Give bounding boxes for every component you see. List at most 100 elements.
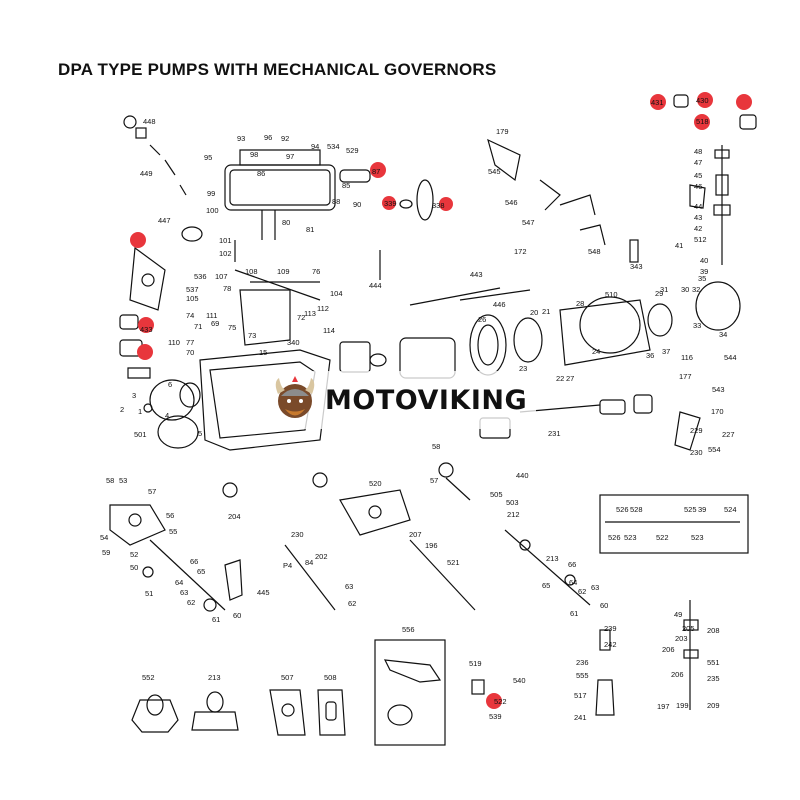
- part-number-label: 523: [624, 533, 637, 542]
- part-number-label: 58: [432, 442, 440, 451]
- part-number-label: 53: [119, 476, 127, 485]
- part-number-label: 512: [694, 235, 707, 244]
- part-number-label: 202: [315, 552, 328, 561]
- part-number-label: 57: [430, 476, 438, 485]
- part-number-label: 213: [546, 554, 559, 563]
- bottom-row-parts: [131, 600, 699, 746]
- part-number-label: 27: [566, 374, 574, 383]
- callout-87: [370, 162, 386, 178]
- part-number-label: 1: [138, 407, 142, 416]
- part-number-label: 75: [228, 323, 236, 332]
- part-number-label: 41: [675, 241, 683, 250]
- part-number-label: 39: [698, 505, 706, 514]
- part-number-label: 104: [330, 289, 343, 298]
- part-number-label: P4: [283, 561, 292, 570]
- part-number-label: 20: [530, 308, 538, 317]
- part-number-label: 78: [223, 284, 231, 293]
- callout-537: [130, 232, 146, 248]
- part-number-label: 449: [140, 169, 153, 178]
- part-number-label: 15: [259, 348, 267, 357]
- part-number-label: 35: [698, 274, 706, 283]
- part-number-label: 101: [219, 236, 232, 245]
- part-number-label: 97: [286, 152, 294, 161]
- part-number-label: 440: [516, 471, 529, 480]
- part-number-label: 444: [369, 281, 382, 290]
- part-number-label: 545: [488, 167, 501, 176]
- part-number-label: 526: [616, 505, 629, 514]
- part-number-label: 207: [409, 530, 422, 539]
- part-number-label: 556: [402, 625, 415, 634]
- part-number-label: 69: [211, 319, 219, 328]
- part-number-label: 239: [604, 624, 617, 633]
- part-number-label: 3: [132, 391, 136, 400]
- part-number-label: 520: [369, 479, 382, 488]
- part-number-label: 196: [425, 541, 438, 550]
- callout-430-bottom: [694, 114, 710, 130]
- part-number-label: 40: [700, 256, 708, 265]
- part-number-label: 111: [206, 311, 217, 320]
- part-number-label: 114: [323, 326, 335, 335]
- part-number-label: 80: [282, 218, 290, 227]
- part-number-label: 536: [194, 272, 207, 281]
- part-number-label: 447: [158, 216, 171, 225]
- part-number-label: 170: [711, 407, 724, 416]
- part-number-label: 113: [304, 309, 316, 318]
- part-number-label: 66: [190, 557, 198, 566]
- part-number-label: 443: [470, 270, 483, 279]
- part-number-label: 107: [215, 272, 228, 281]
- part-number-label: 235: [707, 674, 720, 683]
- part-number-label: 30: [681, 285, 689, 294]
- inset-box: [599, 494, 749, 554]
- callout-431: [650, 94, 666, 110]
- part-number-label: 340: [287, 338, 300, 347]
- part-number-label: 522: [656, 533, 669, 542]
- part-number-label: 73: [248, 331, 256, 340]
- part-number-label: 508: [324, 673, 337, 682]
- part-number-label: 197: [657, 702, 670, 711]
- part-number-label: 63: [345, 582, 353, 591]
- part-number-label: 338: [432, 201, 445, 210]
- part-number-label: 510: [605, 290, 618, 299]
- part-number-label: 42: [694, 224, 702, 233]
- part-number-label: 61: [212, 615, 220, 624]
- part-number-label: 86: [257, 169, 265, 178]
- part-number-label: 227: [722, 430, 735, 439]
- part-number-label: 52: [130, 550, 138, 559]
- callout-522: [486, 693, 502, 709]
- governor-parts: [119, 240, 321, 379]
- part-number-label: 112: [317, 304, 329, 313]
- part-number-label: 49: [674, 610, 682, 619]
- part-number-label: 81: [306, 225, 314, 234]
- part-number-label: 555: [576, 671, 589, 680]
- part-number-label: 43: [694, 213, 702, 222]
- part-number-label: 88: [332, 197, 340, 206]
- watermark-text: MOTOVIKING: [325, 384, 528, 416]
- part-number-label: 57: [148, 487, 156, 496]
- part-number-label: 98: [250, 150, 258, 159]
- part-number-label: 39: [700, 267, 708, 276]
- part-number-label: 521: [447, 558, 460, 567]
- part-number-label: 2: [120, 405, 124, 414]
- watermark: MOTOVIKING: [263, 371, 536, 429]
- part-number-label: 62: [187, 598, 195, 607]
- part-number-label: 205: [682, 624, 695, 633]
- part-number-label: 102: [219, 249, 232, 258]
- part-number-label: 6: [168, 380, 172, 389]
- callout-338: [439, 197, 453, 211]
- part-number-label: 93: [237, 134, 245, 143]
- part-number-label: 433: [140, 325, 153, 334]
- part-number-label: 63: [591, 583, 599, 592]
- part-number-label: 517: [574, 691, 587, 700]
- part-number-label: 64: [569, 578, 577, 587]
- part-number-label: 66: [568, 560, 576, 569]
- part-number-label: 548: [588, 247, 601, 256]
- part-number-label: 339: [384, 199, 397, 208]
- part-number-label: 100: [206, 206, 219, 215]
- page-title: DPA TYPE PUMPS WITH MECHANICAL GOVERNORS: [58, 60, 497, 79]
- part-number-label: 524: [724, 505, 737, 514]
- part-number-label: 212: [507, 510, 520, 519]
- part-number-label: 116: [681, 353, 693, 362]
- part-number-label: 546: [505, 198, 518, 207]
